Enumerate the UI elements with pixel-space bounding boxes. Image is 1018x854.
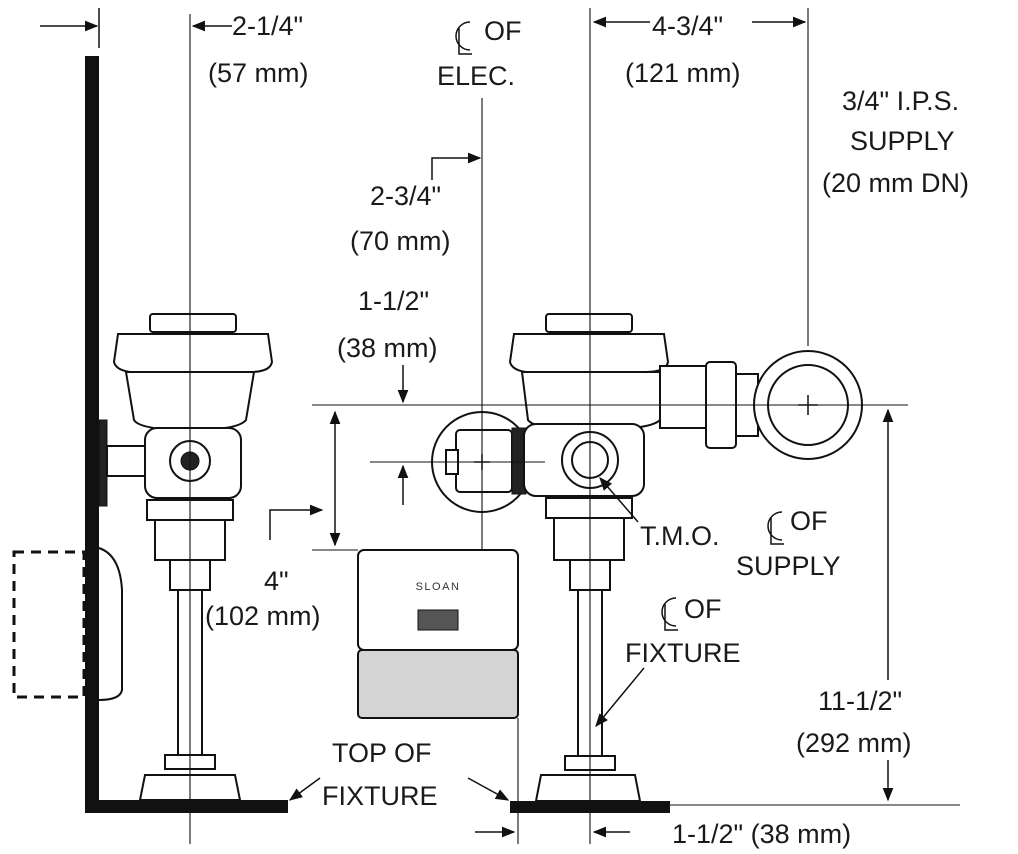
dim-11-1-2-value: 11-1/2" xyxy=(818,686,902,716)
sensor-housing xyxy=(357,549,519,651)
dim-4in-value: 4" xyxy=(264,566,289,596)
top-fixture-line2: FIXTURE xyxy=(322,781,438,811)
wall-box-cover xyxy=(98,547,123,701)
centerline-symbol-fixture xyxy=(661,597,678,631)
top-fixture-line1: TOP OF xyxy=(332,738,432,768)
leader-top-fixture-left xyxy=(288,777,321,801)
cl-supply-line1: OF xyxy=(790,506,828,536)
dim-1-1-2-value: 1-1/2" xyxy=(358,286,429,316)
cl-supply-line2: SUPPLY xyxy=(736,551,841,581)
dim-2-1-4-metric: (57 mm) xyxy=(208,58,309,88)
centerline-symbol-elec xyxy=(455,21,472,55)
leader-tmo xyxy=(599,476,639,523)
wall-and-floor xyxy=(12,56,670,813)
cl-elec-line2: ELEC. xyxy=(437,61,515,91)
cl-elec-line1: OF xyxy=(484,16,522,46)
leader-top-fixture-right xyxy=(467,777,510,801)
centerline-symbol-supply xyxy=(767,511,784,545)
dimension-arrows xyxy=(40,16,894,838)
sensor-base xyxy=(357,649,519,719)
floor-left xyxy=(85,800,288,813)
cl-fixture-line1: OF xyxy=(684,594,722,624)
centerline-symbols xyxy=(455,21,784,631)
dim-11-1-2-metric: (292 mm) xyxy=(796,728,912,758)
center-marks xyxy=(474,395,818,470)
spud-flange-right xyxy=(534,774,642,802)
dim-4-3-4-metric: (121 mm) xyxy=(625,58,741,88)
sensor-window xyxy=(417,609,459,631)
supply-spec-line1: 3/4" I.P.S. xyxy=(842,86,959,116)
solenoid-body xyxy=(455,429,513,493)
cl-fixture-line2: FIXTURE xyxy=(625,638,741,668)
dim-fixture-offset: 1-1/2" (38 mm) xyxy=(672,819,851,849)
leader-fixture-cl xyxy=(595,667,645,728)
supply-tube xyxy=(659,365,707,429)
left-flush-valve xyxy=(98,313,274,801)
sensor-module: SLOAN xyxy=(357,549,519,719)
brand-label: SLOAN xyxy=(416,581,461,593)
arrow-4in-leader xyxy=(269,504,324,540)
valve-cover-right xyxy=(508,333,670,373)
supply-spec-line2: SUPPLY xyxy=(850,126,955,156)
valve-cover xyxy=(112,333,274,373)
dim-2-3-4-metric: (70 mm) xyxy=(350,226,451,256)
dashed-wall-box xyxy=(12,550,86,699)
dim-1-1-2-metric: (38 mm) xyxy=(337,333,438,363)
dim-2-1-4-value: 2-1/4" xyxy=(232,11,303,41)
valve-body-right xyxy=(520,371,670,432)
dimension-labels: 2-1/4" (57 mm) OF ELEC. 4-3/4" (121 mm) … xyxy=(205,11,969,849)
tmo-label: T.M.O. xyxy=(640,521,720,551)
supply-spec-line3: (20 mm DN) xyxy=(822,168,969,198)
arrow-2-3-4 xyxy=(431,152,482,180)
valve-cap-top xyxy=(149,313,237,333)
wall xyxy=(85,56,99,812)
dim-4in-metric: (102 mm) xyxy=(205,601,321,631)
vacuum-breaker-right xyxy=(553,517,625,561)
valve-cap-top-right xyxy=(545,313,633,333)
wall-flange xyxy=(98,419,108,507)
dim-2-3-4-value: 2-3/4" xyxy=(370,181,441,211)
dim-4-3-4-value: 4-3/4" xyxy=(652,11,723,41)
